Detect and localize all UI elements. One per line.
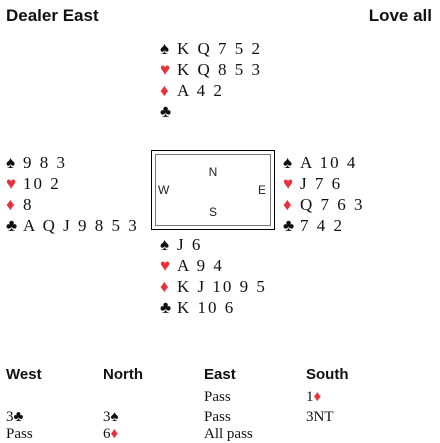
west-diamonds: ♦8 (6, 195, 34, 214)
heart-icon: ♥ (283, 174, 294, 193)
west-clubs: ♣A Q J 9 8 5 3 (6, 216, 139, 235)
bid-header-south: South (306, 366, 349, 383)
bid-header-west: West (6, 366, 42, 383)
club-icon: ♣ (283, 216, 295, 235)
north-hearts: ♥K Q 8 5 3 (160, 60, 263, 79)
compass-box: N W E S (151, 150, 275, 230)
east-diamonds: ♦Q 7 6 3 (283, 195, 365, 214)
east-clubs: ♣7 4 2 (283, 216, 344, 235)
north-spades: ♠K Q 7 5 2 (160, 39, 263, 58)
spade-icon: ♠ (160, 39, 170, 58)
diamond-icon: ♦ (313, 389, 322, 405)
east-hearts: ♥J 7 6 (283, 174, 343, 193)
diamond-icon: ♦ (110, 426, 119, 442)
compass-west: W (158, 183, 170, 197)
club-icon: ♣ (6, 216, 18, 235)
north-diamonds: ♦A 4 2 (160, 81, 224, 100)
spade-icon: ♠ (6, 153, 16, 172)
compass-south: S (208, 205, 217, 219)
spade-icon: ♠ (283, 153, 293, 172)
club-icon: ♣ (13, 409, 24, 425)
dealer-label: Dealer East (6, 6, 99, 25)
bid-r3-west: Pass (6, 426, 33, 442)
west-spades: ♠9 8 3 (6, 153, 67, 172)
compass-north: N (208, 165, 218, 179)
heart-icon: ♥ (6, 174, 17, 193)
bid-r2-south: 3NT (306, 409, 334, 425)
bid-r3-east: All pass (204, 426, 253, 442)
south-clubs: ♣K 10 6 (160, 298, 236, 317)
north-clubs: ♣ (160, 101, 262, 122)
south-diamonds: ♦K J 10 9 5 (160, 277, 267, 296)
bid-r2-north: 3♠ (103, 409, 119, 425)
spade-icon: ♠ (110, 409, 119, 425)
bid-header-north: North (103, 366, 143, 383)
bid-r3-north: 6♦ (103, 426, 119, 442)
bid-r1-south: 1♦ (306, 389, 322, 405)
spade-icon: ♠ (160, 235, 170, 254)
east-spades: ♠A 10 4 (283, 153, 358, 172)
diamond-icon: ♦ (160, 277, 169, 296)
bid-r1-east: Pass (204, 389, 231, 405)
west-hand: ♠9 8 3 ♥10 2 ♦8 ♣A Q J 9 8 5 3 (6, 152, 139, 236)
east-hand: ♠A 10 4 ♥J 7 6 ♦Q 7 6 3 ♣7 4 2 (283, 152, 365, 236)
north-hand: ♠K Q 7 5 2 ♥K Q 8 5 3 ♦A 4 2 ♣ (160, 38, 262, 122)
club-icon: ♣ (160, 102, 172, 121)
diamond-icon: ♦ (6, 195, 15, 214)
diamond-icon: ♦ (160, 81, 169, 100)
south-spades: ♠J 6 (160, 235, 203, 254)
vulnerability-label: Love all (368, 6, 432, 25)
club-icon: ♣ (160, 298, 172, 317)
compass-east: E (257, 183, 266, 197)
bid-header-east: East (204, 366, 236, 383)
diamond-icon: ♦ (283, 195, 292, 214)
heart-icon: ♥ (160, 60, 171, 79)
bid-r2-west: 3♣ (6, 409, 24, 425)
south-hand: ♠J 6 ♥A 9 4 ♦K J 10 9 5 ♣K 10 6 (160, 234, 267, 318)
south-hearts: ♥A 9 4 (160, 256, 224, 275)
west-hearts: ♥10 2 (6, 174, 61, 193)
heart-icon: ♥ (160, 256, 171, 275)
bid-r2-east: Pass (204, 409, 231, 425)
